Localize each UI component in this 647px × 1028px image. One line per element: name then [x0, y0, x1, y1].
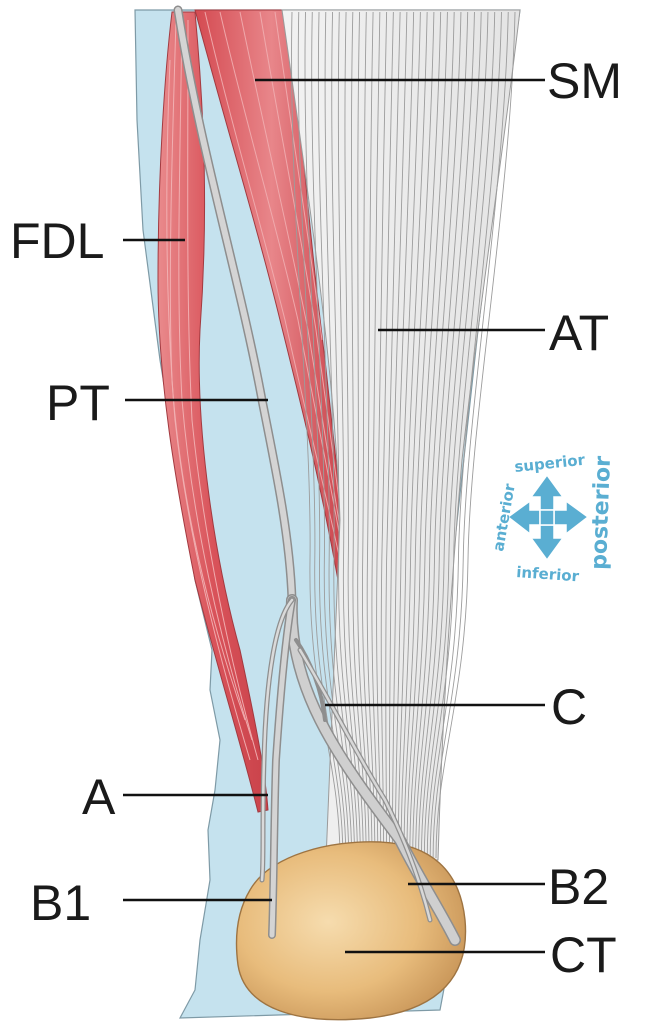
- label-c: C: [551, 679, 587, 735]
- label-sm: SM: [547, 53, 622, 109]
- label-pt: PT: [46, 375, 110, 431]
- label-ct: CT: [550, 927, 617, 983]
- compass-arrows-icon: [508, 475, 588, 560]
- orientation-compass: superior inferior anterior posterior: [489, 451, 616, 586]
- label-a: A: [82, 769, 116, 825]
- label-b2: B2: [548, 859, 609, 915]
- compass-inferior-label: inferior: [516, 563, 580, 585]
- label-at: AT: [549, 305, 609, 361]
- compass-posterior-label: posterior: [587, 456, 616, 571]
- compass-superior-label: superior: [514, 451, 587, 476]
- label-b1: B1: [30, 875, 91, 931]
- label-fdl: FDL: [10, 213, 104, 269]
